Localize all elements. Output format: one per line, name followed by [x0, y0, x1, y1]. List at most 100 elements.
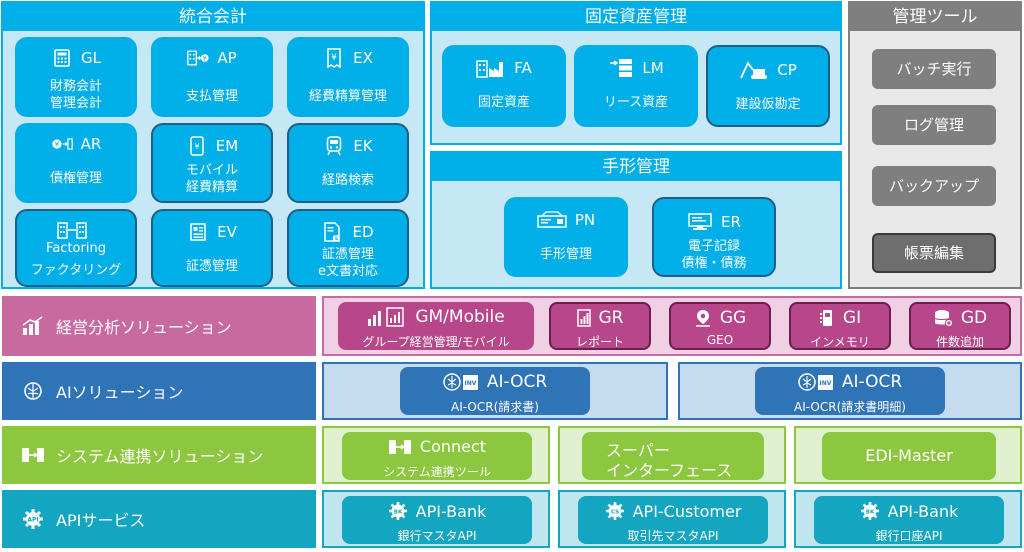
form-editor-button[interactable]: 帳票編集: [872, 233, 996, 273]
mobile-yen-icon: ¥: [186, 136, 208, 156]
solution-subtitle: インメモリ: [810, 335, 870, 349]
svg-text:e: e: [333, 231, 340, 242]
tile-label: 固定資産: [477, 95, 530, 110]
management-tools-panel: 管理ツール バッチ実行 ログ管理 バックアップ 帳票編集: [848, 1, 1022, 289]
log-management-button[interactable]: ログ管理: [872, 105, 996, 145]
tile-code: GL: [81, 49, 101, 67]
panel-header-bar: [432, 153, 840, 181]
integration-row-label: システム連携ソリューション: [2, 426, 316, 484]
solution-title: GR: [598, 308, 624, 328]
tile-factoring[interactable]: Factoring ファクタリング: [15, 209, 137, 287]
tile-code: EM: [215, 137, 239, 155]
e-document-icon: e: [322, 222, 344, 242]
fixed-assets-panel: 固定資産管理 FA 固定資産 LM リース資産 CP 建設仮勘定: [430, 1, 842, 145]
tile-code: LM: [642, 59, 664, 77]
tile-code: EV: [217, 223, 237, 241]
tile-label: 財務会計: [49, 79, 102, 94]
memory-icon: [819, 309, 835, 327]
analytics-gm-mobile[interactable]: GM/Mobile グループ経営管理/モバイル: [338, 302, 534, 350]
integration-connect[interactable]: Connect システム連携ツール: [342, 432, 532, 480]
tile-label: 債権・債務: [681, 256, 747, 271]
tile-code: AR: [80, 135, 102, 153]
tile-label: 経費精算: [185, 180, 238, 195]
solution-subtitle: システム連携ツール: [383, 465, 491, 479]
analytics-gd[interactable]: GD 件数追加: [909, 302, 1011, 350]
tile-gl[interactable]: GL 財務会計 管理会計: [15, 37, 137, 117]
tile-code: CP: [777, 61, 797, 79]
map-pin-icon: [694, 309, 712, 327]
integrated-accounting-panel: 統合会計 GL 財務会計 管理会計 ¥ AP 支払管理 ¥ EX 経費精算管理: [1, 1, 425, 289]
tile-label: 証憑管理: [185, 259, 238, 274]
building-yen-icon: ¥: [187, 48, 209, 68]
chart-doc-icon: [367, 307, 407, 327]
voucher-icon: [187, 222, 209, 242]
solution-title: GG: [719, 308, 747, 328]
tile-label: e文書対応: [318, 264, 378, 279]
gear-bank-icon: BK: [388, 501, 408, 521]
integration-edi-master[interactable]: EDI-Master: [822, 432, 996, 480]
svg-text:BK: BK: [393, 510, 402, 516]
tile-lm[interactable]: LM リース資産: [574, 45, 698, 127]
backup-button[interactable]: バックアップ: [872, 166, 996, 206]
tile-er[interactable]: ER 電子記録 債権・債務: [652, 197, 776, 277]
solution-subtitle: AI-OCR(請求書明細): [794, 400, 906, 414]
solution-title: EDI-Master: [865, 446, 953, 465]
tile-ek[interactable]: EK 経路検索: [287, 123, 409, 203]
train-icon: [323, 136, 345, 156]
ai-invoice-icon: INV: [798, 372, 834, 392]
solution-subtitle: 件数追加: [935, 335, 984, 349]
tile-ed[interactable]: e ED 証憑管理 e文書対応: [287, 209, 409, 287]
tile-label: モバイル: [185, 163, 238, 178]
tile-em[interactable]: ¥ EM モバイル 経費精算: [151, 123, 273, 203]
note-icon: [537, 210, 567, 230]
tile-pn[interactable]: PN 手形管理: [504, 197, 628, 277]
svg-text:¥: ¥: [194, 142, 199, 151]
panel-header-bar: [3, 3, 423, 31]
analytics-gi[interactable]: GI インメモリ: [789, 302, 891, 350]
analytics-row-label: 経営分析ソリューション: [2, 296, 316, 356]
ai-ocr-invoice-detail[interactable]: INV AI-OCR AI-OCR(請求書明細): [755, 367, 945, 415]
row-label-text: システム連携ソリューション: [56, 447, 264, 466]
tile-code: PN: [574, 211, 596, 229]
analytics-gg[interactable]: GG GEO: [669, 302, 771, 350]
server-icon: [608, 58, 634, 78]
tile-label: リース資産: [603, 95, 669, 110]
analytics-gr[interactable]: GR レポート: [549, 302, 651, 350]
tile-ev[interactable]: EV 証憑管理: [151, 209, 273, 287]
api-bank-master[interactable]: BK API-Bank 銀行マスタAPI: [342, 496, 532, 544]
solution-title: GI: [842, 308, 862, 328]
solution-subtitle: 取引先マスタAPI: [627, 529, 719, 543]
solution-title: GD: [960, 308, 988, 328]
solution-subtitle: レポート: [575, 335, 624, 349]
tile-ap[interactable]: ¥ AP 支払管理: [151, 37, 273, 117]
tile-label: 証憑管理: [321, 247, 374, 262]
solution-title: API-Customer: [632, 501, 742, 521]
solution-subtitle: インターフェース: [606, 461, 733, 480]
svg-text:INV: INV: [819, 380, 831, 387]
tile-label: 経費精算管理: [308, 89, 387, 104]
api-bank-account[interactable]: BK API-Bank 銀行口座API: [814, 496, 1004, 544]
api-gear-icon: API: [20, 508, 46, 530]
integration-super-interface[interactable]: スーパー インターフェース: [582, 432, 764, 480]
batch-run-button[interactable]: バッチ実行: [872, 49, 996, 89]
svg-text:INV: INV: [464, 380, 476, 387]
tile-code: FA: [514, 59, 532, 77]
notes-panel: 手形管理 PN 手形管理 ER 電子記録 債権・債務: [430, 151, 842, 289]
tile-label: 電子記録: [687, 239, 740, 254]
factoring-building-icon: [57, 220, 87, 240]
tile-cp[interactable]: CP 建設仮勘定: [706, 45, 830, 127]
row-label-text: APIサービス: [56, 511, 146, 530]
construction-icon: [739, 60, 769, 80]
ai-ocr-invoice[interactable]: INV AI-OCR AI-OCR(請求書): [400, 367, 590, 415]
tile-label: 手形管理: [539, 247, 592, 262]
tile-label: 支払管理: [185, 89, 238, 104]
tile-ex[interactable]: ¥ EX 経費精算管理: [287, 37, 409, 117]
solution-subtitle: グループ経営管理/モバイル: [362, 335, 510, 349]
api-customer-master[interactable]: CS API-Customer 取引先マスタAPI: [578, 496, 768, 544]
solution-subtitle: 銀行口座API: [875, 529, 943, 543]
solution-title: API-Bank: [415, 501, 487, 521]
computer-icon: [687, 212, 713, 232]
tile-fa[interactable]: FA 固定資産: [442, 45, 566, 127]
tile-ar[interactable]: ¥ AR 債権管理: [15, 123, 137, 203]
tile-label: 債権管理: [49, 171, 102, 186]
